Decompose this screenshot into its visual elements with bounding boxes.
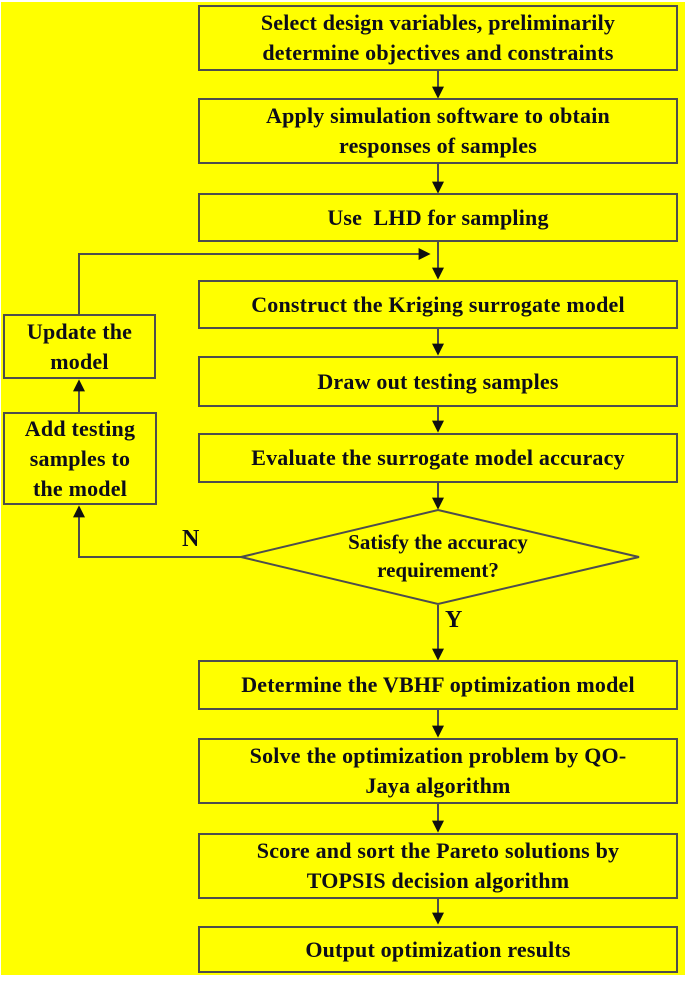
node-determine-vbhf-model: Determine the VBHF optimization model — [198, 660, 678, 710]
node-update-model: Update the model — [3, 314, 156, 379]
edge-label-yes: Y — [445, 607, 463, 633]
node-evaluate-surrogate-accuracy: Evaluate the surrogate model accuracy — [198, 433, 678, 483]
node-apply-simulation-software: Apply simulation software to obtain resp… — [198, 98, 678, 164]
node-solve-qo-jaya: Solve the optimization problem by QO- Ja… — [198, 738, 678, 804]
node-construct-kriging-model: Construct the Kriging surrogate model — [198, 280, 678, 329]
node-add-testing-samples: Add testing samples to the model — [3, 412, 157, 505]
node-select-design-variables: Select design variables, preliminarily d… — [198, 5, 678, 71]
node-score-sort-topsis: Score and sort the Pareto solutions by T… — [198, 833, 678, 899]
edge-label-no: N — [182, 526, 200, 552]
node-output-results: Output optimization results — [198, 926, 678, 973]
decision-satisfy-accuracy-label: Satisfy the accuracy requirement? — [348, 530, 528, 582]
node-draw-testing-samples: Draw out testing samples — [198, 356, 678, 407]
node-use-lhd-sampling: Use LHD for sampling — [198, 193, 678, 242]
